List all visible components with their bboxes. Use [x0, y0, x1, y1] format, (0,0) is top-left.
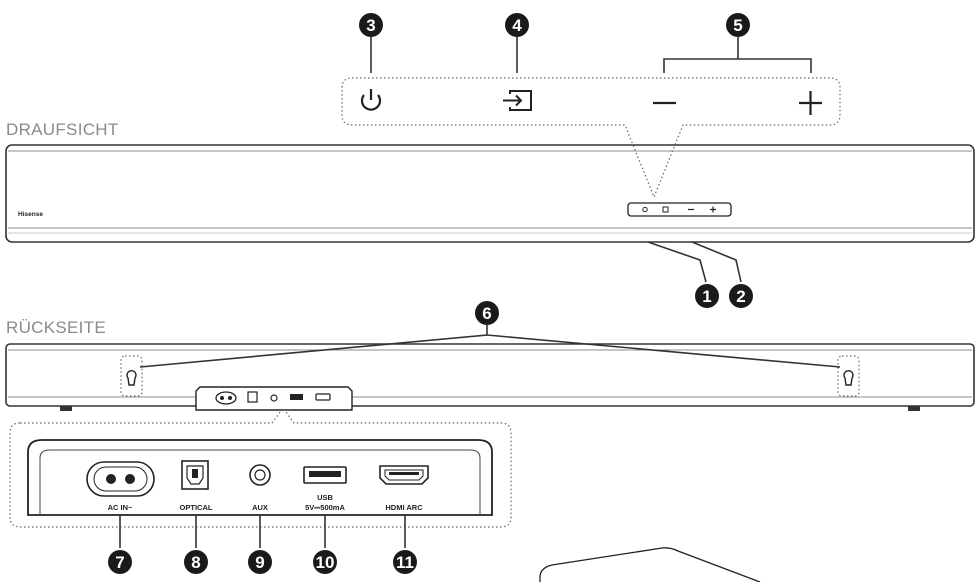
aux-port[interactable] — [249, 464, 271, 486]
usb-label: USB — [317, 493, 333, 502]
wall-mount-left — [120, 355, 143, 397]
input-button[interactable] — [503, 90, 532, 111]
svg-text:10: 10 — [316, 553, 335, 572]
ports-zoom-outline — [9, 406, 512, 528]
callout-badge-8: 8 — [184, 550, 208, 574]
svg-text:2: 2 — [736, 287, 745, 306]
rear-port-panel — [27, 439, 493, 516]
volume-up-button[interactable] — [799, 91, 822, 115]
leader-6 — [139, 325, 841, 368]
callout-badge-3: 3 — [359, 13, 383, 37]
svg-text:1: 1 — [702, 287, 711, 306]
power-icon — [360, 94, 382, 111]
keyhole-icon — [126, 369, 137, 386]
callout-badge-6: 6 — [475, 301, 499, 325]
optical-port[interactable] — [181, 460, 209, 490]
callout-badge-5: 5 — [726, 13, 750, 37]
soundbar-top-view — [5, 144, 975, 243]
callout-badge-11: 11 — [393, 550, 417, 574]
leader-5 — [663, 37, 812, 73]
svg-text:9: 9 — [255, 553, 264, 572]
subwoofer-box-partial — [539, 547, 761, 582]
optical-label: OPTICAL — [180, 503, 213, 512]
plus-icon — [799, 91, 822, 115]
ac-in-port[interactable] — [86, 461, 155, 497]
svg-text:6: 6 — [482, 304, 491, 323]
rear-port-panel-small — [195, 386, 353, 411]
keyhole-icon — [843, 369, 854, 386]
callout-badge-10: 10 — [313, 550, 337, 574]
callout-badge-2: 2 — [729, 284, 753, 308]
leader-2 — [691, 241, 742, 283]
callout-badge-4: 4 — [505, 13, 529, 37]
callout-badge-9: 9 — [248, 550, 272, 574]
hdmi-arc-label: HDMI ARC — [385, 503, 423, 512]
top-view-label: DRAUFSICHT — [6, 120, 119, 139]
ac-in-label: AC IN~ — [108, 503, 133, 512]
svg-text:7: 7 — [115, 553, 124, 572]
svg-text:4: 4 — [512, 16, 522, 35]
usb-power-label: 5V⎓500mA — [305, 503, 345, 512]
control-strip — [627, 202, 732, 217]
buttons-zoom-outline — [341, 77, 841, 199]
wall-mount-right — [837, 355, 860, 397]
rear-view-label: RÜCKSEITE — [6, 318, 106, 337]
svg-text:3: 3 — [366, 16, 375, 35]
svg-text:8: 8 — [191, 553, 200, 572]
input-source-icon — [503, 90, 532, 111]
callout-badge-7: 7 — [108, 550, 132, 574]
svg-text:11: 11 — [396, 553, 414, 572]
leader-1 — [647, 241, 707, 283]
usb-port[interactable] — [303, 466, 347, 484]
svg-text:5: 5 — [733, 16, 742, 35]
aux-label: AUX — [252, 503, 268, 512]
power-button[interactable] — [360, 89, 382, 111]
soundbar-rear-view — [5, 343, 975, 411]
hdmi-arc-port[interactable] — [379, 465, 429, 485]
callout-badge-1: 1 — [695, 284, 719, 308]
brand-logo: Hisense — [18, 211, 43, 218]
